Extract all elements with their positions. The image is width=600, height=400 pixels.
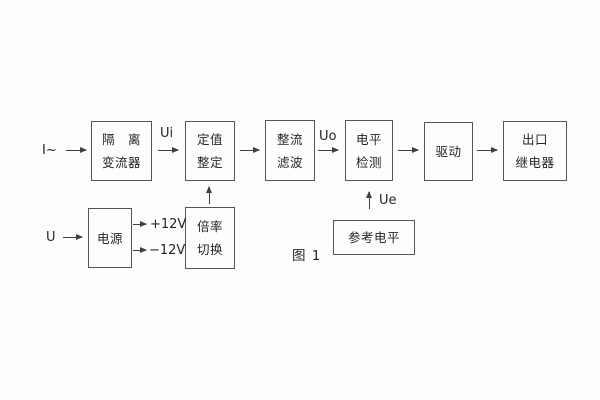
arrow-right-icon [318, 147, 339, 153]
input-current-label: I~ [42, 143, 57, 158]
block-label: 继电器 [515, 155, 555, 170]
block-reference-level: 参考电平 [333, 220, 415, 255]
block-level-detect: 电平 检测 [345, 120, 393, 181]
block-label: 定值 [196, 132, 223, 147]
arrow-right-icon [66, 147, 87, 153]
block-power-supply: 电源 [88, 208, 132, 268]
minus-12v-label: −12V [149, 243, 186, 258]
block-label: 电源 [96, 230, 123, 246]
figure-caption: 图 1 [292, 248, 322, 264]
block-label: 隔 离 [101, 132, 141, 147]
block-output-relay: 出口 继电器 [503, 121, 567, 181]
signal-ue-label: Ue [379, 193, 397, 208]
arrow-right-icon [63, 234, 83, 240]
arrow-right-icon [133, 221, 147, 227]
block-label: 变流器 [101, 155, 141, 170]
block-label: 驱动 [435, 144, 462, 159]
arrow-right-icon [477, 147, 498, 153]
block-label: 出口 [521, 132, 548, 147]
block-drive: 驱动 [424, 122, 473, 181]
block-label: 滤波 [276, 154, 303, 170]
block-label: 整流 [276, 131, 303, 147]
signal-uo-label: Uo [319, 129, 337, 144]
block-label: 参考电平 [347, 230, 400, 245]
block-label: 电平 [355, 131, 382, 147]
block-label: 切换 [196, 242, 223, 257]
block-rectifier-filter: 整流 滤波 [265, 120, 315, 181]
input-voltage-label: U [46, 230, 56, 245]
arrow-right-icon [240, 147, 260, 153]
block-label: 倍率 [196, 219, 223, 234]
block-label: 检测 [355, 154, 382, 170]
arrow-right-icon [133, 247, 147, 253]
arrow-right-icon [398, 147, 419, 153]
signal-ui-label: Ui [160, 126, 174, 141]
plus-12v-label: +12V [150, 217, 187, 232]
arrow-up-icon [206, 186, 212, 204]
block-label: 整定 [196, 155, 223, 170]
block-setpoint-adjust: 定值 整定 [185, 121, 235, 181]
arrow-right-icon [158, 147, 179, 153]
block-isolation-transformer: 隔 离 变流器 [91, 121, 152, 181]
arrow-up-icon [366, 191, 372, 209]
block-ratio-switch: 倍率 切换 [185, 207, 235, 269]
